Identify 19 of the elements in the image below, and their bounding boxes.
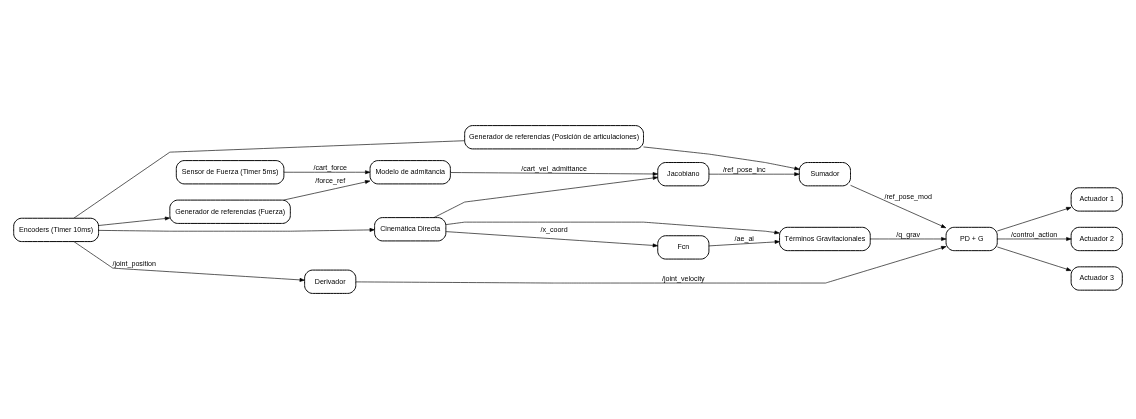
- arrow: [73, 241, 305, 282]
- arrow: [997, 207, 1072, 232]
- arrow: [708, 240, 780, 247]
- arrow: [445, 231, 658, 248]
- arrow: [870, 237, 947, 241]
- arrow: [850, 185, 947, 229]
- arrow: [997, 246, 1072, 271]
- arrow: [283, 170, 371, 175]
- arrow: [445, 221, 780, 235]
- arrow: [283, 180, 371, 201]
- arrow: [643, 146, 800, 171]
- arrow: [997, 237, 1072, 241]
- connector: [73, 140, 465, 219]
- arrow: [355, 246, 947, 284]
- arrow: [433, 176, 658, 218]
- arrow: [708, 172, 800, 177]
- arrow: [450, 172, 658, 176]
- arrow: [98, 216, 171, 226]
- arrow: [98, 228, 375, 232]
